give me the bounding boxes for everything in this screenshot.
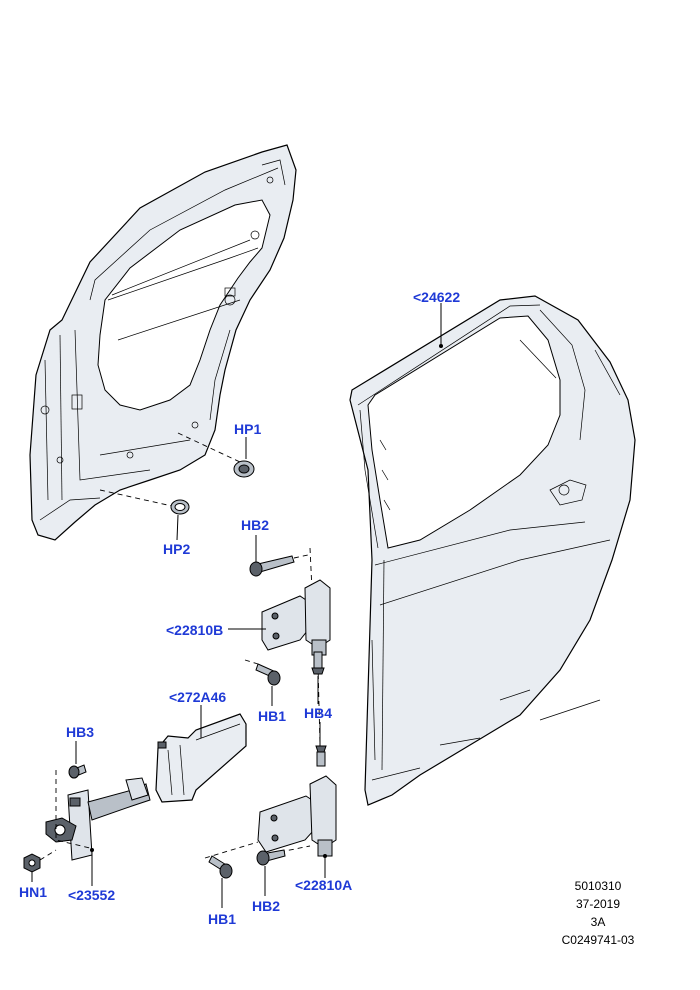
label-hb1-bottom: HB1 bbox=[208, 911, 237, 927]
label-272a46: <272A46 bbox=[169, 689, 227, 705]
hb3-bolt-icon bbox=[68, 764, 87, 779]
hb1-mid-dashed bbox=[244, 659, 259, 665]
label-hn1: HN1 bbox=[19, 884, 48, 900]
label-22810b: <22810B bbox=[166, 622, 224, 638]
check-strap-cover bbox=[155, 713, 247, 803]
hb4-pin-lower-icon bbox=[315, 745, 327, 767]
ref-line-1: 5010310 bbox=[574, 879, 622, 893]
hn1-nut-icon bbox=[23, 853, 41, 873]
23552-leader-dot bbox=[90, 848, 94, 852]
hb1-mid-bolt-icon bbox=[255, 663, 281, 686]
hb4-pin-upper-icon bbox=[311, 651, 325, 675]
ref-line-3: 3A bbox=[590, 915, 606, 929]
label-hb1-mid: HB1 bbox=[258, 708, 287, 724]
label-hb2-top: HB2 bbox=[241, 517, 270, 533]
label-hb4: HB4 bbox=[304, 705, 333, 721]
hb3-dashed bbox=[55, 770, 91, 849]
hn1-dashed bbox=[39, 849, 57, 861]
hp2-plug-icon bbox=[170, 499, 190, 515]
label-23552: <23552 bbox=[68, 887, 116, 903]
hinge-axis-dashed bbox=[309, 547, 313, 591]
label-hp2: HP2 bbox=[163, 541, 191, 557]
inner-door-frame bbox=[29, 144, 297, 541]
label-hb3: HB3 bbox=[66, 724, 95, 740]
hb1-bottom-dashed bbox=[204, 841, 259, 859]
label-hb2-bottom: HB2 bbox=[252, 898, 281, 914]
outer-door-panel bbox=[349, 295, 636, 806]
24622-leader-dot bbox=[439, 344, 443, 348]
ref-line-4: C0249741-03 bbox=[561, 933, 635, 947]
hp1-plug-icon bbox=[233, 460, 255, 478]
hb2-bottom-bolt-icon bbox=[256, 849, 286, 866]
hb2-upper-bolt-icon bbox=[249, 555, 295, 577]
check-strap bbox=[45, 777, 151, 861]
label-22810a: <22810A bbox=[295, 877, 353, 893]
label-hp1: HP1 bbox=[234, 421, 262, 437]
hp1-dashed-lead bbox=[177, 432, 241, 463]
hp2-dashed-lead bbox=[99, 489, 173, 507]
22810a-leader-dot bbox=[323, 854, 327, 858]
hp2-leader bbox=[176, 514, 179, 541]
hb2-upper-dashed bbox=[293, 554, 309, 559]
label-24622: <24622 bbox=[413, 289, 461, 305]
upper-hinge bbox=[261, 579, 331, 656]
hb1-bottom-bolt-icon bbox=[208, 855, 233, 879]
lower-hinge bbox=[257, 775, 337, 857]
ref-line-2: 37-2019 bbox=[575, 897, 621, 911]
